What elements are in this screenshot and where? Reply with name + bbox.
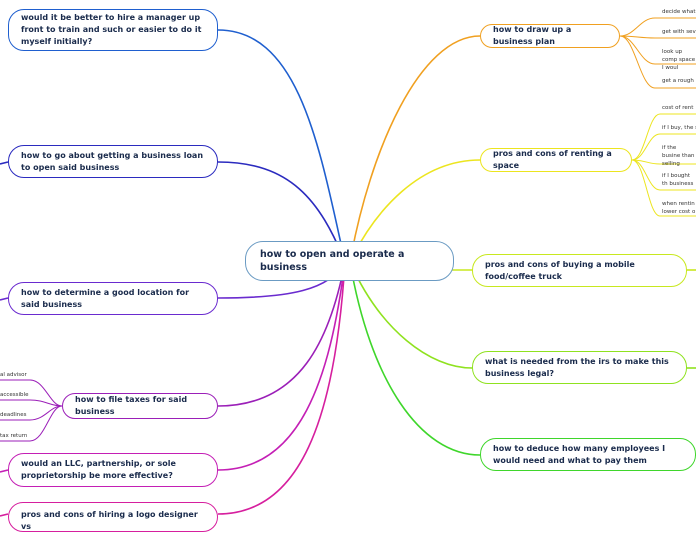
connector [217,161,346,263]
connector [0,297,9,301]
connector [0,399,63,407]
topic-label: how to deduce how many employees I would… [493,443,666,465]
connector [217,261,346,407]
topic-label: would it be better to hire a manager up … [21,13,202,46]
central-topic-label: how to open and operate a business [260,249,405,273]
connector [0,405,63,442]
connector [217,261,346,471]
connector [0,513,9,517]
topic-file-taxes[interactable]: how to file taxes for said business [62,393,218,419]
connector [349,35,481,263]
subtopic-item[interactable]: when rentin lower cost o [662,201,696,215]
connector [349,261,473,369]
subtopic-item[interactable]: if the busine than selling [662,145,695,167]
topic-employees[interactable]: how to deduce how many employees I would… [480,438,696,471]
connector [619,17,696,37]
topic-business-structure[interactable]: would an LLC, partnership, or sole propr… [8,453,218,487]
connector [0,469,9,473]
subtopic-item[interactable]: deadlines [0,412,27,418]
topic-renting-space[interactable]: pros and cons of renting a space [480,148,632,172]
subtopic-item[interactable]: get a rough l [662,78,696,84]
topic-label: pros and cons of buying a mobile food/co… [485,259,635,281]
connector [619,35,696,39]
connector [631,159,696,165]
topic-hire-manager[interactable]: would it be better to hire a manager up … [8,9,218,51]
subtopic-item[interactable]: al advisor [0,372,27,378]
subtopic-item[interactable]: if I bought th business [662,173,694,187]
central-topic[interactable]: how to open and operate a business [245,241,454,281]
subtopic-item[interactable]: if I buy, the s [662,125,696,131]
mindmap-connectors [0,17,696,517]
topic-business-plan[interactable]: how to draw up a business plan [480,24,620,48]
topic-logo-designer[interactable]: pros and cons of hiring a logo designer … [8,502,218,532]
topic-mobile-truck[interactable]: pros and cons of buying a mobile food/co… [472,254,687,287]
subtopic-item[interactable]: look up comp space I woul [662,49,696,71]
topic-label: how to go about getting a business loan … [21,150,204,172]
connector [349,261,481,456]
topic-label: how to file taxes for said business [75,395,188,416]
connector [0,161,9,165]
topic-label: pros and cons of renting a space [493,149,612,170]
topic-label: how to determine a good location for sai… [21,287,190,309]
connector [631,159,696,217]
topic-business-loan[interactable]: how to go about getting a business loan … [8,145,218,178]
subtopic-item[interactable]: decide what [662,9,696,15]
connector [0,379,63,407]
topic-label: how to draw up a business plan [493,25,572,46]
topic-label: what is needed from the irs to make this… [485,356,669,378]
connector [217,261,346,515]
subtopic-item[interactable]: accessible [0,392,29,398]
topic-label: pros and cons of hiring a logo designer … [21,510,198,531]
connector [631,113,696,161]
topic-label: would an LLC, partnership, or sole propr… [21,459,176,480]
connector [631,133,696,161]
subtopic-item[interactable]: get with seve [662,29,696,35]
subtopic-item[interactable]: cost of rent [662,105,694,111]
subtopic-item[interactable]: tax return [0,433,28,439]
connector [619,35,696,89]
connector [217,29,346,263]
topic-irs-requirements[interactable]: what is needed from the irs to make this… [472,351,687,384]
topic-location[interactable]: how to determine a good location for sai… [8,282,218,315]
